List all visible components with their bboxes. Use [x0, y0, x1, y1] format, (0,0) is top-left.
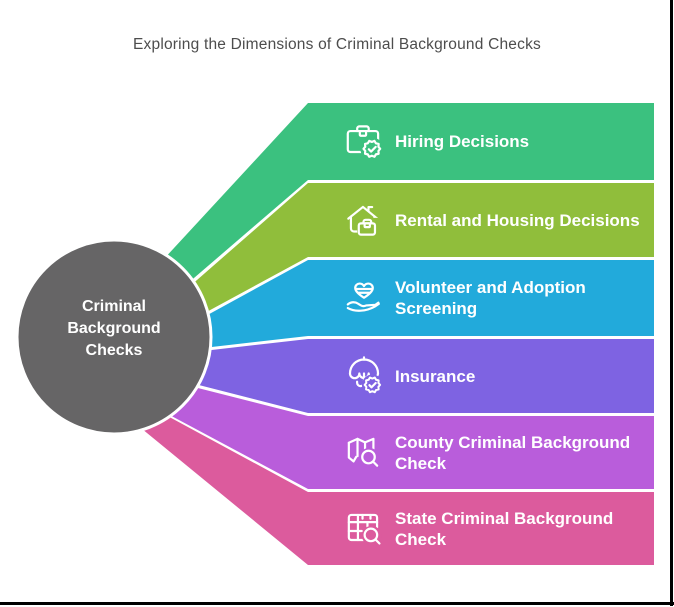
band-shape-volunteer-adoption	[202, 260, 654, 348]
band-label-hiring-decisions: Hiring Decisions	[395, 132, 530, 151]
band-label-rental-housing: Rental and Housing Decisions	[395, 210, 640, 230]
band-label-county-check: County Criminal Background Check	[395, 432, 631, 473]
center-circle-label: Criminal Background Checks	[67, 298, 161, 359]
band-shape-county-check	[164, 386, 654, 489]
band-label-state-check: State Criminal Background Check	[395, 508, 614, 549]
window-border-bottom	[0, 602, 674, 605]
band-label-volunteer-adoption: Volunteer and Adoption Screening	[395, 278, 586, 318]
table-search-icon	[347, 513, 382, 546]
center-circle	[15, 238, 213, 436]
map-search-icon	[347, 437, 380, 468]
band-shape-insurance	[191, 339, 654, 413]
infographic-title: Exploring the Dimensions of Criminal Bac…	[133, 36, 541, 53]
band-label-insurance: Insurance	[395, 366, 476, 386]
window-border-right	[670, 0, 673, 606]
band-shape-rental-housing	[189, 183, 654, 315]
house-briefcase-icon	[347, 205, 380, 237]
umbrella-check-icon	[348, 356, 383, 396]
band-shape-hiring-decisions	[162, 103, 654, 284]
briefcase-check-icon	[346, 125, 384, 161]
band-shape-state-check	[136, 413, 654, 565]
heart-in-hand-icon	[346, 282, 380, 312]
